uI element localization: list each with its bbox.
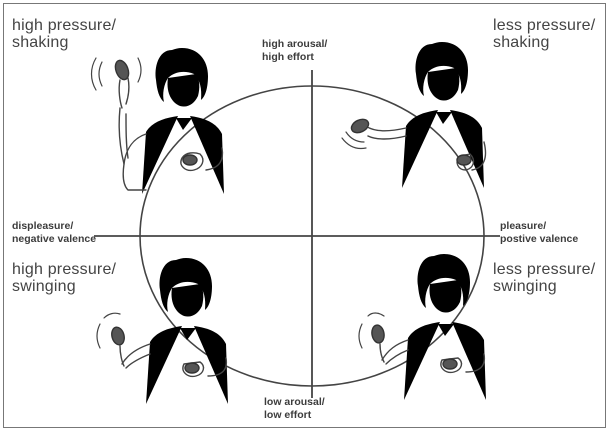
figure-top-left [92,48,225,194]
quadrant-label-bottom-left: high pressure/ swinging [12,262,116,296]
quadrant-label-bottom-right: less pressure/ swinging [493,262,595,296]
quadrant-label-top-right: less pressure/ shaking [493,18,595,52]
figure-bottom-right [359,254,486,400]
axis-label-top: high arousal/ high effort [262,38,327,63]
axis-label-left: displeasure/ negative valence [12,220,96,245]
figure-bottom-left [97,258,228,404]
axis-label-bottom: low arousal/ low effort [264,396,325,421]
axis-label-right: pleasure/ postive valence [500,220,578,245]
quadrant-label-top-left: high pressure/ shaking [12,18,116,52]
